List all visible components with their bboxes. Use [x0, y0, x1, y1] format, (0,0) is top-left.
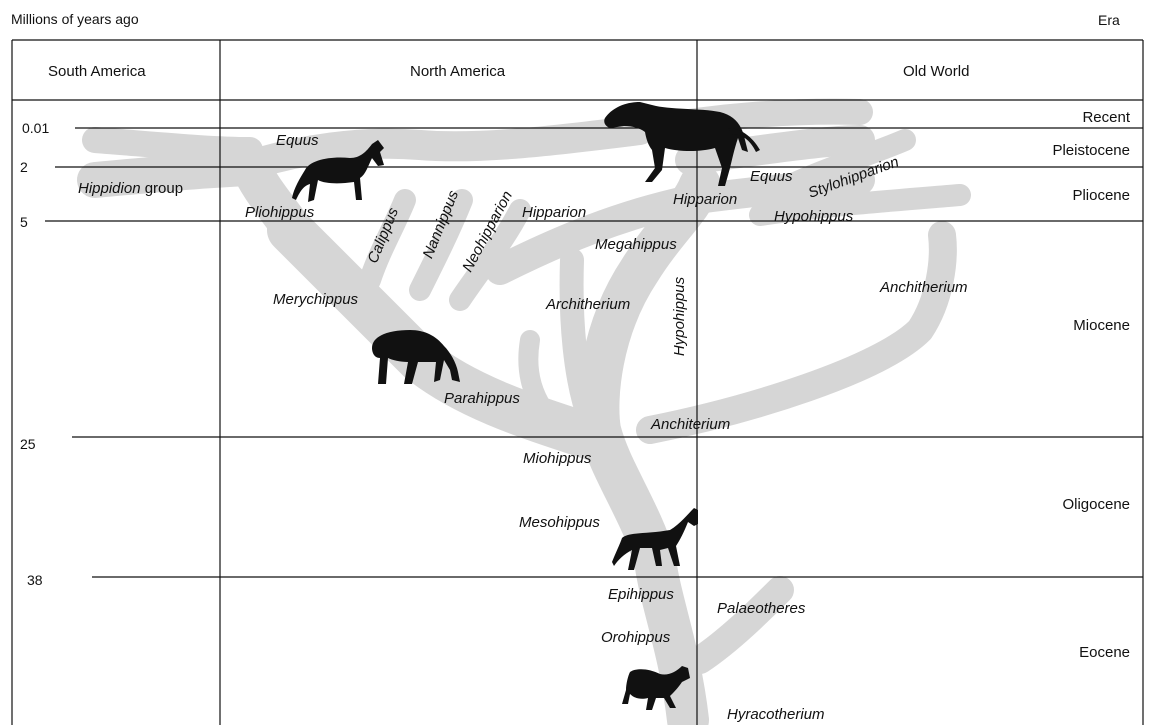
- label-orohippus: Orohippus: [601, 630, 670, 645]
- era-recent: Recent: [1082, 110, 1130, 125]
- hippidion-top-branch: [95, 140, 250, 150]
- label-hippidion-group-suffix: group: [141, 180, 184, 197]
- label-merychippus: Merychippus: [273, 292, 358, 307]
- era-eocene: Eocene: [1079, 645, 1130, 660]
- era-miocene: Miocene: [1073, 318, 1130, 333]
- era-label: Era: [1098, 13, 1120, 27]
- time-mark-5: 5: [20, 215, 28, 229]
- label-miohippus: Miohippus: [523, 451, 591, 466]
- label-parahippus: Parahippus: [444, 391, 520, 406]
- label-anchitherium-ow: Anchitherium: [880, 280, 968, 295]
- column-south-america: South America: [48, 64, 146, 79]
- time-mark-25: 25: [20, 437, 36, 451]
- anchitherium-branch: [650, 235, 943, 430]
- column-north-america: North America: [410, 64, 505, 79]
- label-hippidion: Hippidion: [78, 180, 141, 197]
- label-pliohippus: Pliohippus: [245, 205, 314, 220]
- era-pliocene: Pliocene: [1072, 188, 1130, 203]
- label-hypohippus: Hypohippus: [672, 277, 687, 356]
- millions-of-years-ago-label: Millions of years ago: [11, 12, 139, 26]
- label-hypohippus-ow: Hypohippus: [774, 209, 853, 224]
- column-old-world: Old World: [903, 64, 969, 79]
- label-equus-ow: Equus: [750, 169, 793, 184]
- time-mark-0.01: 0.01: [22, 121, 49, 135]
- label-palaeotheres: Palaeotheres: [717, 601, 805, 616]
- label-hyracotherium: Hyracotherium: [727, 707, 825, 722]
- label-hipparion-ow: Hipparion: [673, 192, 737, 207]
- label-epihippus: Epihippus: [608, 587, 674, 602]
- label-hippidion-group: Hippidion group: [78, 181, 183, 196]
- lineage-branches: [95, 112, 960, 720]
- time-mark-38: 38: [27, 573, 43, 587]
- label-architherium: Architherium: [546, 297, 630, 312]
- time-mark-2: 2: [20, 160, 28, 174]
- label-megahippus: Megahippus: [595, 237, 677, 252]
- label-hipparion-na: Hipparion: [522, 205, 586, 220]
- label-equus-na: Equus: [276, 133, 319, 148]
- hippidion-branch: [95, 168, 250, 180]
- era-oligocene: Oligocene: [1062, 497, 1130, 512]
- era-pleistocene: Pleistocene: [1052, 143, 1130, 158]
- label-mesohippus: Mesohippus: [519, 515, 600, 530]
- label-anchiterium: Anchiterium: [651, 417, 730, 432]
